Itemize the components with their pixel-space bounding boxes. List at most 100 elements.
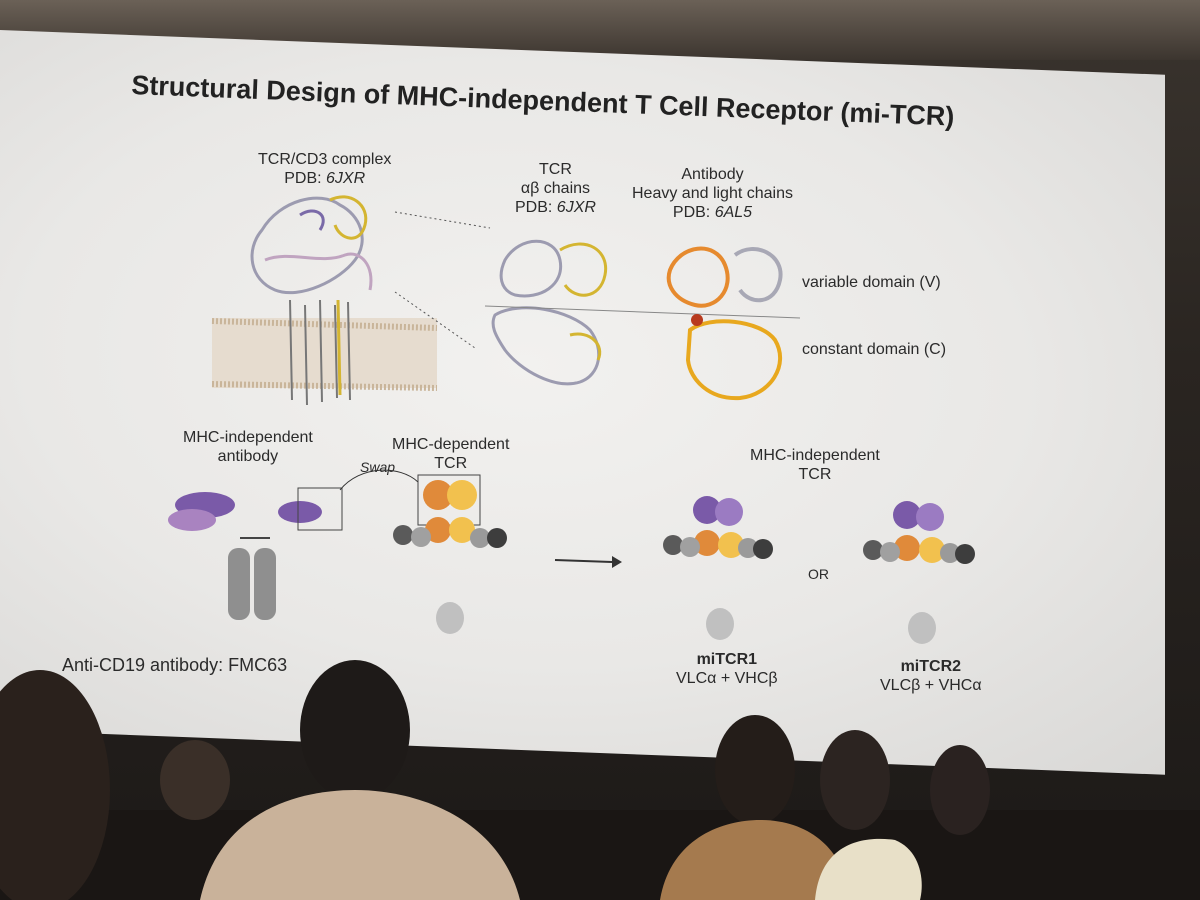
or-label: OR <box>808 566 829 582</box>
person-head-far-right <box>930 745 990 835</box>
mitcr1-label: miTCR1 VLCα + VHCβ <box>676 650 778 688</box>
tcr-cd3-label: TCR/CD3 complex PDB: 6JXR <box>258 150 391 188</box>
ribbon <box>666 246 730 308</box>
cd3-delta <box>487 528 507 548</box>
cd3-epsilon <box>663 535 683 555</box>
tcr-c-beta <box>449 517 475 543</box>
cd3-delta <box>955 544 975 564</box>
cd3-epsilon <box>393 525 413 545</box>
mhc-indep-tcr-label: MHC-independent TCR <box>750 446 880 484</box>
pdb-code: 6AL5 <box>714 204 753 221</box>
mitcr2-label: miTCR2 VLCβ + VHCα <box>880 657 982 695</box>
mitcr2-formula: VLCβ + VHCα <box>880 677 982 694</box>
c-beta-domain <box>919 537 945 563</box>
antibody-structure <box>666 246 783 401</box>
label-line: MHC-independent <box>750 447 880 464</box>
antibody-pdb: PDB: 6AL5 <box>632 203 793 222</box>
mitcr1-formula: VLCα + VHCβ <box>676 670 778 687</box>
pdb-code: 6JXR <box>326 170 366 187</box>
membrane-band <box>211 318 438 391</box>
antibody-heavy-arm-right <box>278 501 322 523</box>
c-beta-domain <box>718 532 744 558</box>
ribbon <box>250 196 364 295</box>
tcr-cd3-pdb: PDB: 6JXR <box>258 169 391 188</box>
tcr-v-beta <box>447 480 477 510</box>
tcr-ab-structure <box>491 239 608 386</box>
cd3-epsilon <box>940 543 960 563</box>
pdb-prefix: PDB: <box>672 204 715 221</box>
swap-label: Swap <box>360 459 396 475</box>
cd3-zeta <box>436 602 464 634</box>
label-line: TCR <box>434 455 468 472</box>
domain-divider-line <box>484 305 801 319</box>
cd3-gamma <box>411 527 431 547</box>
membrane-bottom <box>211 381 438 391</box>
mitcr1-name: miTCR1 <box>696 651 758 668</box>
tcr-v-alpha <box>423 480 453 510</box>
ribbon <box>491 306 601 386</box>
ribbon <box>685 319 782 401</box>
audience <box>0 660 1200 900</box>
antibody-title: Antibody <box>681 166 744 183</box>
mhc-indep-antibody-label: MHC-independent antibody <box>183 428 313 466</box>
antibody-label: Antibody Heavy and light chains PDB: 6AL… <box>632 165 793 222</box>
vh-domain <box>916 503 944 531</box>
label-line: TCR <box>798 466 832 483</box>
mitcr1-cartoon <box>663 496 773 640</box>
antibody-fc-left <box>228 548 250 620</box>
transmembrane-helices <box>289 299 351 406</box>
antibody-light-arm-left <box>168 509 216 531</box>
cd3-zeta <box>908 612 936 644</box>
tcr-c-alpha <box>425 517 451 543</box>
pdb-prefix: PDB: <box>515 199 557 216</box>
tcr-cartoon <box>393 474 507 634</box>
ribbon <box>336 299 342 396</box>
membrane-top <box>211 318 438 331</box>
pdb-prefix: PDB: <box>284 170 327 187</box>
label-line: MHC-dependent <box>392 436 510 453</box>
person-jacket <box>660 820 850 900</box>
antibody-chains: Heavy and light chains <box>632 185 793 202</box>
ribbon <box>733 247 783 303</box>
dotted-connector <box>394 211 491 229</box>
ribbon <box>299 209 325 231</box>
ribbon <box>499 239 563 298</box>
seating-area <box>0 810 1200 900</box>
tcr-ab-title: TCR <box>539 161 572 178</box>
ribbon <box>559 242 608 297</box>
variable-domain-label: variable domain (V) <box>802 274 941 291</box>
mitcr2-cartoon <box>863 501 975 644</box>
tcr-ab-pdb: PDB: 6JXR <box>515 198 596 217</box>
person-head-right2 <box>820 730 890 830</box>
anti-cd19-label: Anti-CD19 antibody: FMC63 <box>62 655 288 675</box>
swap-box-antibody <box>297 487 343 531</box>
ribbon <box>569 332 602 361</box>
label-line: antibody <box>217 448 279 465</box>
ribbon <box>329 195 368 240</box>
cd3-epsilon <box>470 528 490 548</box>
c-alpha-domain <box>894 535 920 561</box>
c-alpha-domain <box>694 530 720 556</box>
dotted-connector <box>394 291 476 349</box>
person-head-far <box>160 740 230 820</box>
vl-domain <box>693 496 721 524</box>
vh-domain <box>715 498 743 526</box>
person-left <box>0 670 110 900</box>
mhc-dep-tcr-label: MHC-dependent TCR <box>392 435 509 473</box>
cd3-epsilon <box>738 538 758 558</box>
cd3-epsilon <box>863 540 883 560</box>
cd3-zeta <box>706 608 734 640</box>
antibody-fc-right <box>254 548 276 620</box>
ribbon <box>264 252 373 291</box>
cd3-gamma <box>880 542 900 562</box>
person-head-center <box>300 660 410 800</box>
pdb-code: 6JXR <box>556 199 596 216</box>
person-shirt-right <box>815 838 922 900</box>
tcr-cd3-structure <box>250 195 373 406</box>
cd3-gamma <box>680 537 700 557</box>
person-shirt <box>200 790 520 900</box>
tcr-cd3-title: TCR/CD3 complex <box>258 151 392 168</box>
constant-domain-label: constant domain (C) <box>802 341 947 358</box>
label-line: MHC-independent <box>183 429 313 446</box>
